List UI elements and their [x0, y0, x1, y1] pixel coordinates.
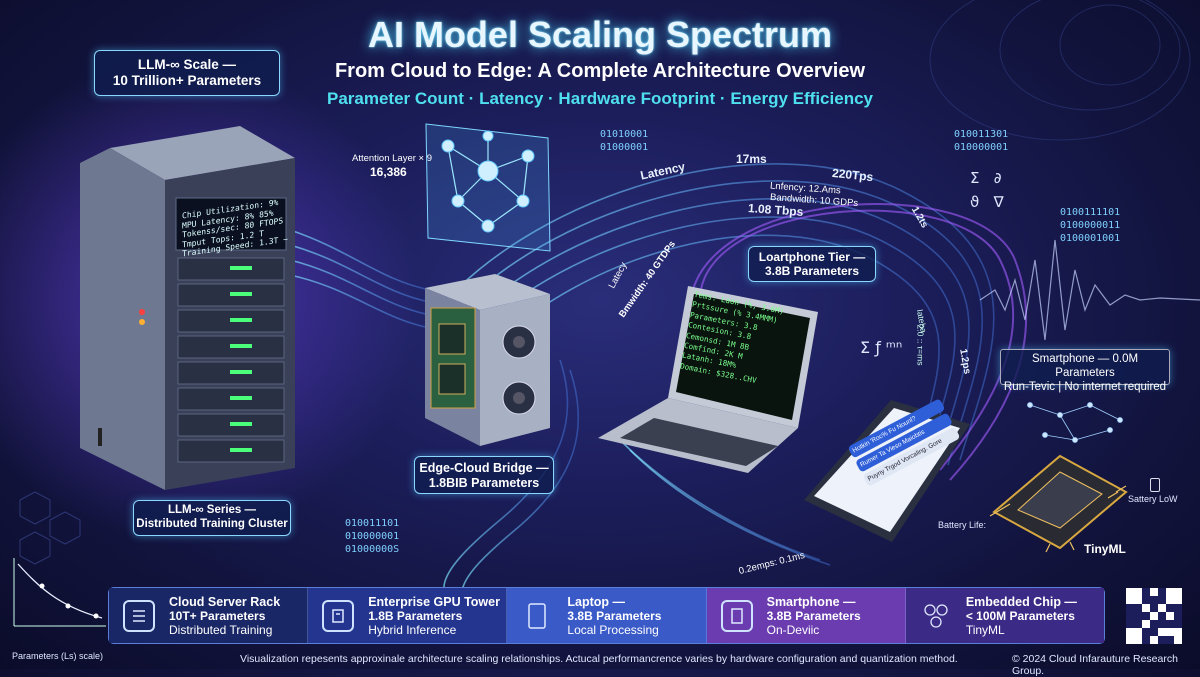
footer-copyright: © 2024 Cloud Infarauture Research Group. — [1012, 653, 1178, 677]
tier-params: 3.8B Parameters — [567, 608, 662, 623]
tier-smartphone: Smartphone — 3.8B Parameters On-Deviic — [706, 588, 906, 643]
tier-name: Smartphone — — [766, 594, 856, 609]
tier-laptop: Laptop — 3.8B Parameters Local Processin… — [507, 588, 707, 643]
laptop-illustration — [598, 286, 818, 473]
laptop-tier-label: Loartphone Tier — 3.8B Parameters — [748, 246, 876, 282]
llm-scale-line1: LLM-∞ Scale — — [137, 57, 237, 72]
laptop-tier-line2: 3.8B Parameters — [764, 264, 860, 279]
binary-block-bottom-left: 010011101 010000001 01000000S — [345, 518, 400, 555]
math-symbols-top: Σ ∂ ϑ ∇ — [970, 169, 1004, 211]
tier-params: 10T+ Parameters — [169, 608, 266, 623]
llm-series-line1: LLM-∞ Series — — [167, 504, 257, 516]
edge-bridge-line1: Edge-Cloud Bridge — — [419, 461, 549, 475]
smartphone-icon — [720, 599, 753, 632]
page-title: AI Model Scaling Spectrum — [367, 14, 833, 55]
smartphone-line1: Smartphone — 0.0M Parameters — [1031, 353, 1139, 379]
tier-name: Enterprise GPU Tower — [368, 594, 500, 609]
smartphone-label: Smartphone — 0.0M Parameters Run-Tevic |… — [1000, 349, 1170, 393]
llm-scale-line2: 10 Trillion+ Parameters — [112, 73, 262, 89]
binary-block-top-right: 010011301 010000001 — [954, 129, 1009, 153]
tinyml-label: TinyML — [1084, 542, 1126, 556]
tablet-icon — [521, 600, 553, 632]
attention-layer-value: 16,386 — [370, 165, 407, 179]
tier-name: Embedded Chip — — [965, 594, 1077, 609]
tier-enterprise-gpu-tower: Enterprise GPU Tower 1.8B Parameters Hyb… — [308, 588, 508, 643]
tier-desc: TinyML — [965, 622, 1005, 637]
tier-params: < 100M Parameters — [965, 608, 1075, 623]
tier-params: 1.8B Parameters — [368, 608, 463, 623]
latency-17ms-metric: 17ms — [736, 152, 767, 166]
mini-chart-xlabel: Parameters (Ls) scale) — [12, 651, 104, 661]
attention-layer-network — [425, 123, 551, 252]
server-rack-illustration — [80, 126, 295, 490]
gpu-tower-icon — [322, 599, 355, 632]
edge-cloud-bridge-label: Edge-Cloud Bridge — 1.8BIB Parameters — [414, 456, 554, 494]
tier-cloud-server-rack: Cloud Server Rack 10T+ Parameters Distri… — [109, 588, 309, 643]
embedded-chip-illustration — [989, 454, 1128, 553]
binary-block-right: 0100111101 0100000011 0100001001 — [1060, 207, 1121, 244]
binary-block-top-center: 01010001 01000001 — [600, 129, 649, 153]
server-rack-icon — [123, 599, 155, 632]
tier-params: 3.8B Parameters — [766, 608, 861, 623]
tier-name: Cloud Server Rack — [169, 594, 281, 609]
llm-series-label: LLM-∞ Series — Distributed Training Clus… — [133, 500, 291, 536]
attention-layer-label: Attention Layer × 9 — [352, 153, 433, 164]
tier-summary-bar: Cloud Server Rack 10T+ Parameters Distri… — [108, 587, 1105, 644]
footer-note: Visualization repesents approxinale arch… — [240, 653, 958, 665]
page-subtitle: From Cloud to Edge: A Complete Architect… — [334, 60, 866, 82]
tier-embedded-chip: Embedded Chip — < 100M Parameters TinyML — [905, 588, 1105, 643]
edge-bridge-line2: 1.8BIB Parameters — [428, 476, 540, 490]
qr-code[interactable] — [1126, 588, 1182, 644]
battery-icon — [1150, 478, 1160, 492]
tier-desc: On-Deviic — [766, 622, 820, 637]
llm-scale-label: LLM-∞ Scale — 10 Trillion+ Parameters — [94, 50, 280, 96]
laptop-tier-line1: Loartphone Tier — — [758, 250, 866, 264]
chip-cluster-icon — [920, 600, 952, 632]
battery-life-label: Battery Life: — [938, 520, 987, 530]
gpu-tower-illustration — [425, 274, 550, 446]
llm-series-line2: Distributed Training Cluster — [136, 517, 288, 530]
page-tagline: Parameter Count · Latency · Hardware Foo… — [326, 89, 873, 108]
tier-desc: Hybrid Inference — [368, 622, 457, 637]
math-symbols-mid: Σ ƒ ᵐⁿ — [860, 338, 903, 357]
battery-low-label: Sattery LoW — [1128, 494, 1178, 504]
mini-scaling-chart — [13, 558, 106, 627]
tier-name: Laptop — — [567, 594, 626, 609]
smartphone-line2: Run-Tevic | No internet required — [1003, 380, 1167, 393]
tier-desc: Local Processing — [567, 622, 659, 637]
tier-desc: Distributed Training — [169, 622, 273, 637]
